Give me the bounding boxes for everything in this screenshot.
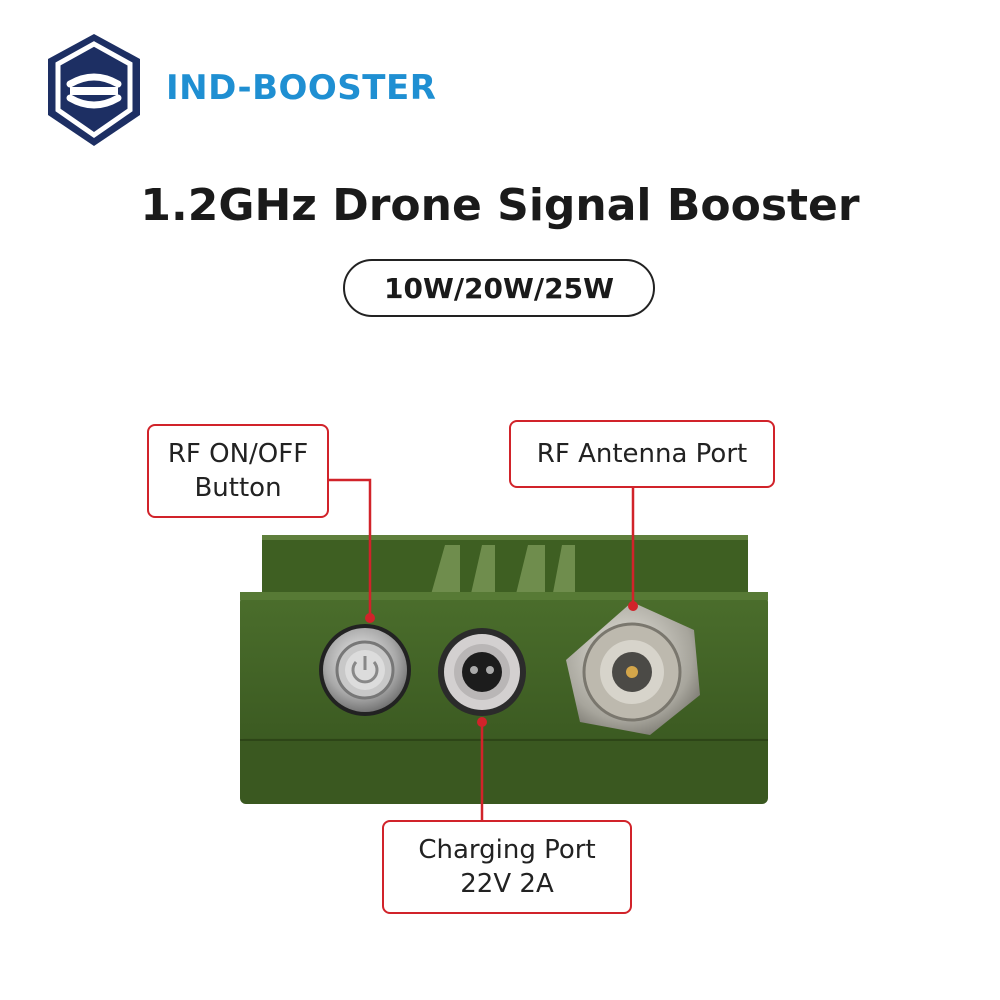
power-button-icon	[319, 624, 411, 716]
callout-antenna-port: RF Antenna Port	[509, 420, 775, 488]
power-options-badge: 10W/20W/25W	[343, 259, 655, 317]
hexagon-shield-logo-icon	[48, 34, 140, 146]
antenna-port-icon	[566, 602, 700, 735]
callout-charging-port: Charging Port 22V 2A	[382, 820, 632, 914]
product-title: 1.2GHz Drone Signal Booster	[140, 180, 860, 231]
callout-charging-line1: Charging Port	[418, 835, 596, 865]
callout-rf-switch-line2: Button	[194, 473, 282, 503]
callout-rf-switch-line1: RF ON/OFF	[167, 439, 309, 469]
callout-charging-line2: 22V 2A	[460, 869, 554, 899]
charging-port-icon	[438, 628, 526, 716]
heatsink-top	[262, 535, 748, 598]
callout-antenna-line1: RF Antenna Port	[536, 439, 748, 469]
callout-leader-lines	[329, 478, 635, 820]
callout-rf-switch: RF ON/OFF Button	[147, 424, 329, 518]
brand-name: IND-BOOSTER	[166, 68, 437, 108]
